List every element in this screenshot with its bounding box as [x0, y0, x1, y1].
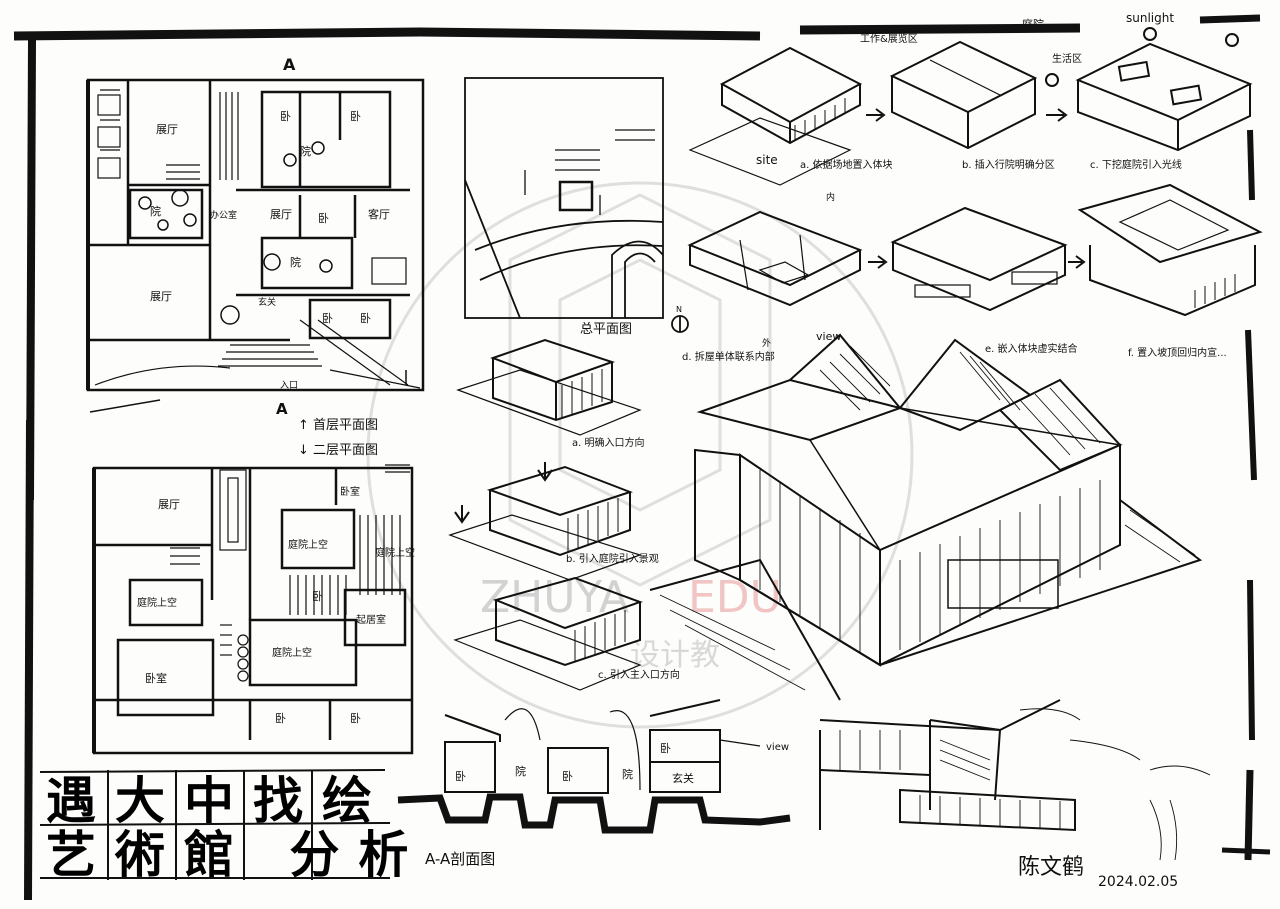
section-labels: 卧 院 卧 卧 院 玄关 view A-A剖面图	[425, 742, 789, 868]
room-label: 卧	[280, 110, 291, 123]
room-label: 庭院上空	[375, 546, 415, 559]
diagram-label-left-b: b. 引入庭院引入景观	[566, 552, 659, 565]
diagram-label-e: e. 嵌入体块虚实结合	[985, 342, 1078, 355]
room-label: 卧	[312, 590, 323, 603]
ground-floor-labels: 展厅 卧 卧 院 院 办公室 展厅 客厅 卧 展厅 院 卧 玄关 卧 A 入口 …	[150, 55, 390, 458]
watermark-text-cn: 设计教	[630, 638, 720, 673]
room-label: 庭院上空	[272, 646, 312, 659]
room-label: 玄关	[258, 296, 276, 308]
site-plan-label: 总平面图	[580, 322, 632, 337]
title-block	[39, 769, 391, 880]
diagram-label-c: c. 下挖庭院引入光线	[1090, 158, 1182, 171]
room-label: 卧	[322, 312, 333, 325]
title-line-1: 遇大中找绘	[46, 771, 391, 830]
axonometric-drawing	[649, 333, 1203, 701]
room-label: 起居室	[356, 613, 386, 626]
room-label: 卧	[360, 312, 371, 325]
ground-floor-plan	[86, 78, 425, 413]
room-label: 院	[150, 204, 161, 218]
tag-outer: 外	[762, 337, 771, 349]
diagram-label-left-a: a. 明确入口方向	[572, 436, 645, 449]
section-marker-a: A	[283, 55, 296, 74]
room-label: 卧室	[340, 485, 360, 498]
section-marker-a-bottom: A	[276, 400, 288, 418]
massing-diagrams-left	[448, 338, 643, 691]
room-label: 展厅	[150, 290, 172, 303]
room-label: 客厅	[368, 207, 390, 221]
section-room-label: 院	[515, 764, 526, 778]
room-label: 庭院上空	[137, 596, 177, 609]
tag-living-zone: 生活区	[1052, 52, 1082, 65]
tag-courtyard: 庭院	[1022, 17, 1044, 31]
room-label: 展厅	[156, 123, 178, 136]
legend-ground-floor: ↑ 首层平面图	[298, 418, 378, 433]
signature-date: 2024.02.05	[1098, 874, 1178, 890]
section-room-label: 卧	[660, 742, 671, 755]
sheet-frame	[13, 14, 1271, 901]
second-floor-plan	[92, 464, 414, 755]
massing-diagrams-top	[687, 27, 1263, 317]
room-label: 卧	[275, 712, 286, 725]
second-floor-labels: 展厅 庭院上空 卧室 庭院上空 庭院上空 卧 起居室 卧室 庭院上空 卧 卧	[137, 485, 415, 725]
section-room-label: 卧	[562, 770, 573, 783]
diagram-label-a: a. 依据场地置入体块	[800, 158, 893, 171]
tag-inner: 内	[826, 191, 835, 203]
tag-site: site	[756, 153, 778, 167]
room-label: 办公室	[210, 209, 237, 221]
signature: 陈文鹤	[1018, 855, 1084, 880]
diagram-label-f: f. 置入坡顶回归内宣...	[1128, 346, 1227, 359]
tag-work-zone: 工作&展览区	[860, 32, 918, 45]
room-label: 院	[290, 255, 301, 269]
diagram-label-left-c: c. 引入主入口方向	[598, 668, 680, 681]
room-label: 卧	[350, 110, 361, 123]
massing-diagram-labels-top: 工作&展览区 庭院 生活区 sunlight site a. 依据场地置入体块 …	[682, 11, 1227, 363]
room-label: 卧	[350, 712, 361, 725]
room-label: 展厅	[158, 498, 180, 511]
massing-diagram-labels-left: a. 明确入口方向 b. 引入庭院引入景观 c. 引入主入口方向	[566, 436, 680, 681]
diagram-label-b: b. 插入行院明确分区	[962, 158, 1055, 171]
section-room-label: 玄关	[672, 771, 694, 785]
section-room-label: 院	[622, 767, 633, 781]
room-label: 卧室	[145, 671, 167, 685]
section-title: A-A剖面图	[425, 850, 495, 868]
entrance-label: 入口	[280, 380, 298, 391]
site-plan	[464, 77, 689, 333]
diagram-label-d: d. 拆屋单体联系内部	[682, 350, 775, 363]
north-arrow: N	[676, 305, 682, 314]
room-label: 院	[300, 144, 311, 158]
legend-second-floor: ↓ 二层平面图	[298, 443, 378, 458]
section-room-label: 卧	[455, 770, 466, 783]
room-label: 庭院上空	[288, 538, 328, 551]
section-view-tag: view	[766, 742, 789, 753]
tag-sunlight: sunlight	[1126, 11, 1174, 25]
perspective-sketch	[819, 699, 1211, 861]
room-label: 展厅	[270, 208, 292, 221]
title-line-2: 艺術館 分析	[46, 825, 427, 884]
section-a-a	[397, 699, 791, 834]
room-label: 卧	[318, 212, 329, 225]
watermark-text-edu: EDU	[688, 572, 782, 623]
